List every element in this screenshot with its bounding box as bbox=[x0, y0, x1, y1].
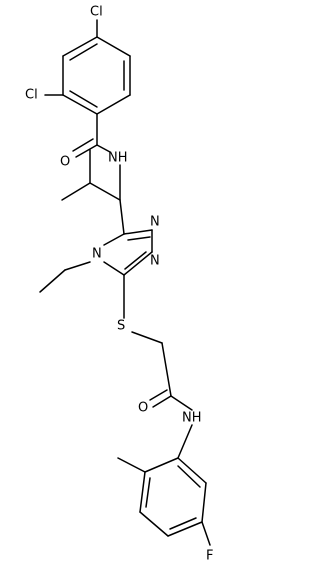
bond-ring2-inner bbox=[177, 465, 201, 488]
triazole-ring bbox=[103, 229, 153, 276]
bond-ring2-inner bbox=[169, 517, 197, 530]
bond-n4-ethyl bbox=[64, 261, 91, 271]
bond-ring2 bbox=[144, 457, 179, 473]
bond-n2-c3-double bbox=[124, 251, 147, 270]
dichlorophenyl-ring bbox=[62, 36, 131, 115]
sulfur-label: S bbox=[117, 319, 125, 334]
bond-ring2 bbox=[201, 482, 207, 523]
fluoromethylphenyl-ring bbox=[139, 457, 207, 537]
bond-c3-n4 bbox=[103, 261, 125, 276]
bond-ring2 bbox=[167, 521, 203, 537]
chlorine-ortho-label: Cl bbox=[25, 88, 38, 103]
bond-c-o-bottom bbox=[152, 395, 172, 408]
molecule-structure: Cl Cl O NH N N N S O NH F bbox=[25, 5, 213, 564]
bond-n2-c3 bbox=[123, 251, 153, 276]
bond-ch-c5 bbox=[119, 199, 125, 235]
bond-ring1-inner bbox=[69, 90, 98, 108]
triazole-n1-label: N bbox=[150, 215, 160, 230]
bond-ring2 bbox=[177, 457, 207, 484]
bond-ring1-inner bbox=[69, 43, 98, 61]
nh-amide-bottom-label: NH bbox=[182, 411, 202, 426]
bond-s-ch2 bbox=[131, 331, 163, 344]
bond-ring1 bbox=[62, 94, 98, 115]
oxygen-amide-top-label: O bbox=[60, 155, 70, 170]
bond-ring-methyl bbox=[117, 457, 146, 473]
bond-ring2 bbox=[139, 511, 169, 537]
bond-ring1 bbox=[62, 36, 98, 57]
nh-amide-top-label: NH bbox=[108, 151, 128, 166]
bond-n-aryl bbox=[177, 424, 193, 459]
triazole-n4-label: N bbox=[92, 247, 102, 262]
oxygen-amide-bottom-label: O bbox=[138, 401, 148, 416]
bond-c-o-bottom-double bbox=[149, 389, 168, 401]
bond-ipr-me1 bbox=[61, 182, 91, 201]
bond-ring1 bbox=[96, 94, 131, 115]
bond-ch-ipr bbox=[89, 182, 121, 201]
bond-ring2 bbox=[139, 471, 146, 513]
bond-ring1 bbox=[96, 36, 131, 57]
bond-c-f bbox=[201, 521, 211, 546]
triazole-n2-label: N bbox=[150, 254, 160, 269]
bond-ch2-co bbox=[161, 342, 172, 397]
bond-ethyl bbox=[39, 269, 66, 293]
fluorine-label: F bbox=[206, 549, 213, 564]
bond-c-n-top bbox=[96, 144, 111, 153]
bond-c5-n1-double bbox=[127, 236, 151, 241]
bond-c-n-bottom bbox=[170, 395, 193, 411]
bond-c-o-top-double bbox=[72, 138, 94, 152]
bond-n4-c5 bbox=[103, 233, 125, 246]
bond-c5-n1 bbox=[123, 229, 153, 235]
bond-c-o-top bbox=[75, 144, 98, 158]
bond-ring2-inner bbox=[145, 477, 151, 508]
chlorine-para-label: Cl bbox=[90, 5, 103, 20]
